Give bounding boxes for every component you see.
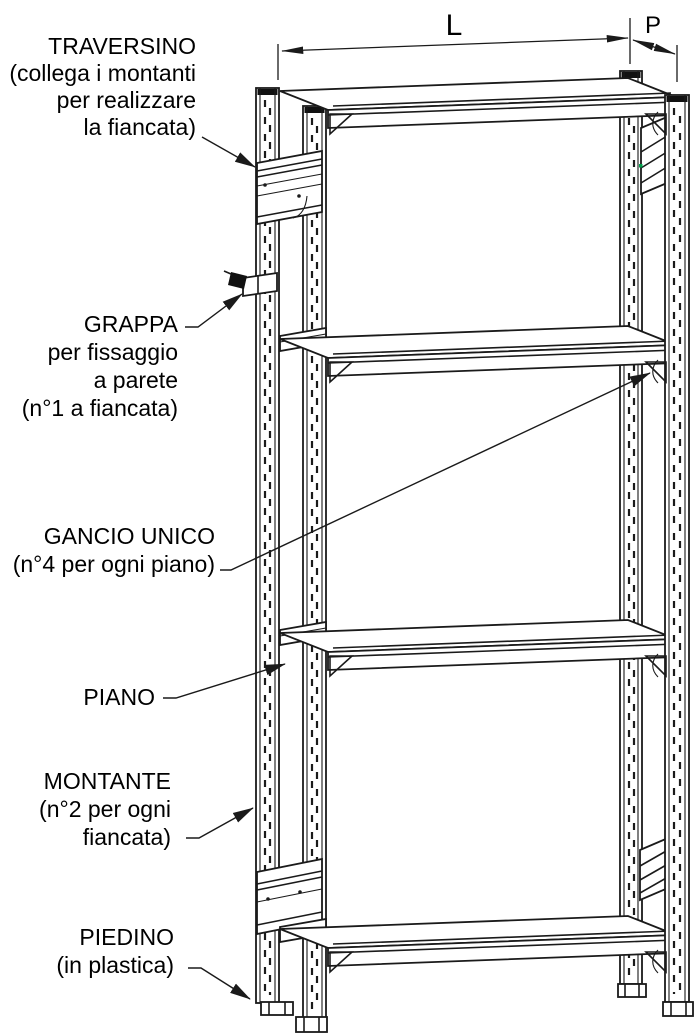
length-dimension-label: L (445, 9, 463, 42)
depth-dimension-line (632, 39, 676, 55)
piano-shelf-4 (279, 915, 677, 967)
traversino-leader (201, 136, 256, 168)
montante-label-line: (n°2 per ogni (39, 796, 171, 822)
traversino-label-line: (collega i montanti (9, 60, 196, 86)
grappa-label: GRAPPA per fissaggio a parete (n°1 a fia… (0, 310, 178, 422)
traversino-label: TRAVERSINO (collega i montanti per reali… (0, 33, 196, 141)
leader-arrows (163, 136, 651, 1000)
montante-leader (186, 807, 254, 839)
piedino-foot-front-right (662, 1001, 694, 1017)
piano-shelf-1 (279, 77, 677, 129)
piedino-foot-back-left (260, 1001, 294, 1016)
grappa-label-line: per fissaggio (47, 339, 178, 365)
grappa-label-line: GRAPPA (83, 311, 178, 337)
traversino-label-line: la fiancata) (83, 114, 196, 140)
traversino-panel-top-left (256, 149, 323, 226)
piano-leader (163, 663, 286, 699)
gancio-leader (220, 372, 651, 571)
grappa-leader (185, 293, 243, 328)
depth-dimension-label: P (644, 12, 661, 39)
grappa-bracket (223, 270, 278, 298)
piedino-label-line: PIEDINO (79, 924, 174, 950)
piano-label-line: PIANO (83, 684, 155, 710)
piedino-label-line: (in plastica) (56, 952, 174, 978)
traversino-panel-bottom-right (639, 836, 669, 902)
grappa-label-line: a parete (93, 367, 178, 393)
green-mark (639, 164, 643, 168)
gancio-hooks (329, 111, 667, 974)
montante-back-left (255, 87, 280, 1004)
piedino-label: PIEDINO (in plastica) (0, 923, 174, 979)
montante-label-line: MONTANTE (43, 768, 171, 794)
montante-label: MONTANTE (n°2 per ogni fiancata) (0, 767, 171, 851)
traversino-label-line: per realizzare (56, 87, 196, 113)
piano-label: PIANO (0, 683, 155, 711)
gancio-unico-label-line: GANCIO UNICO (43, 523, 215, 549)
piedino-foot-back-right (617, 983, 647, 998)
traversino-label-line: TRAVERSINO (48, 33, 196, 59)
montante-front-right (664, 94, 690, 1003)
piano-shelf-2 (279, 325, 677, 377)
montante-label-line: fiancata) (82, 824, 171, 850)
gancio-unico-label-line: (n°4 per ogni piano) (12, 551, 215, 577)
dimension-lines (277, 18, 678, 82)
piedino-foot-front-left (295, 1016, 328, 1033)
length-dimension-line (281, 35, 629, 54)
piedino-leader (188, 967, 251, 1000)
montante-back-right (619, 70, 643, 985)
grappa-label-line: (n°1 a fiancata) (21, 395, 178, 421)
piano-shelf-3 (279, 619, 677, 671)
gancio-unico-label: GANCIO UNICO (n°4 per ogni piano) (0, 522, 215, 578)
